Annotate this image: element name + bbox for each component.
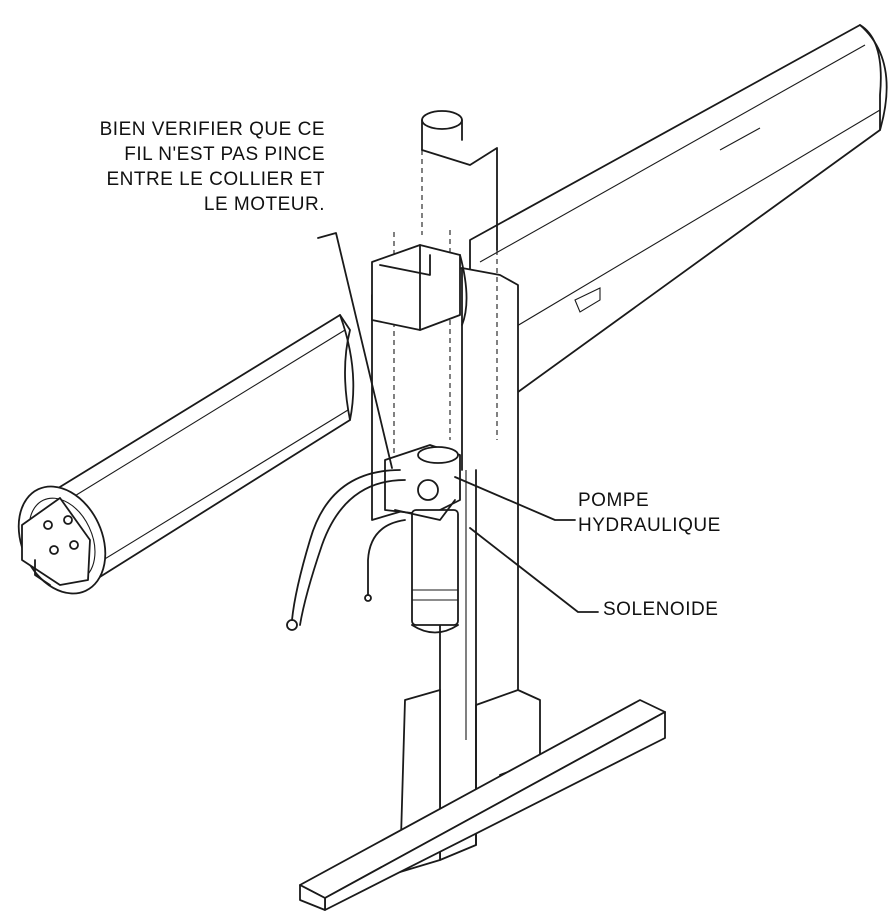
clamp-block	[371, 244, 468, 331]
warning-note: BIEN VERIFIER QUE CE FIL N'EST PAS PINCE…	[100, 117, 325, 217]
pump-label: POMPE HYDRAULIQUE	[578, 488, 721, 538]
top-sleeve-exploded	[393, 110, 498, 470]
hydraulic-pump-assembly	[384, 444, 461, 634]
solenoid-label: SOLENOIDE	[603, 599, 719, 620]
right-roller-tube	[469, 24, 888, 421]
pump-label-line: HYDRAULIQUE	[578, 515, 721, 536]
warning-line: BIEN VERIFIER QUE CE	[99, 119, 325, 140]
warning-line: FIL N'EST PAS PINCE	[124, 144, 325, 165]
leader-lines	[317, 232, 599, 613]
pump-label-line: POMPE	[578, 490, 650, 511]
wires	[286, 469, 406, 631]
left-roller-tube	[17, 314, 355, 595]
warning-line: LE MOTEUR.	[203, 194, 325, 215]
base-channel	[299, 699, 666, 911]
warning-line: ENTRE LE COLLIER ET	[106, 169, 325, 190]
